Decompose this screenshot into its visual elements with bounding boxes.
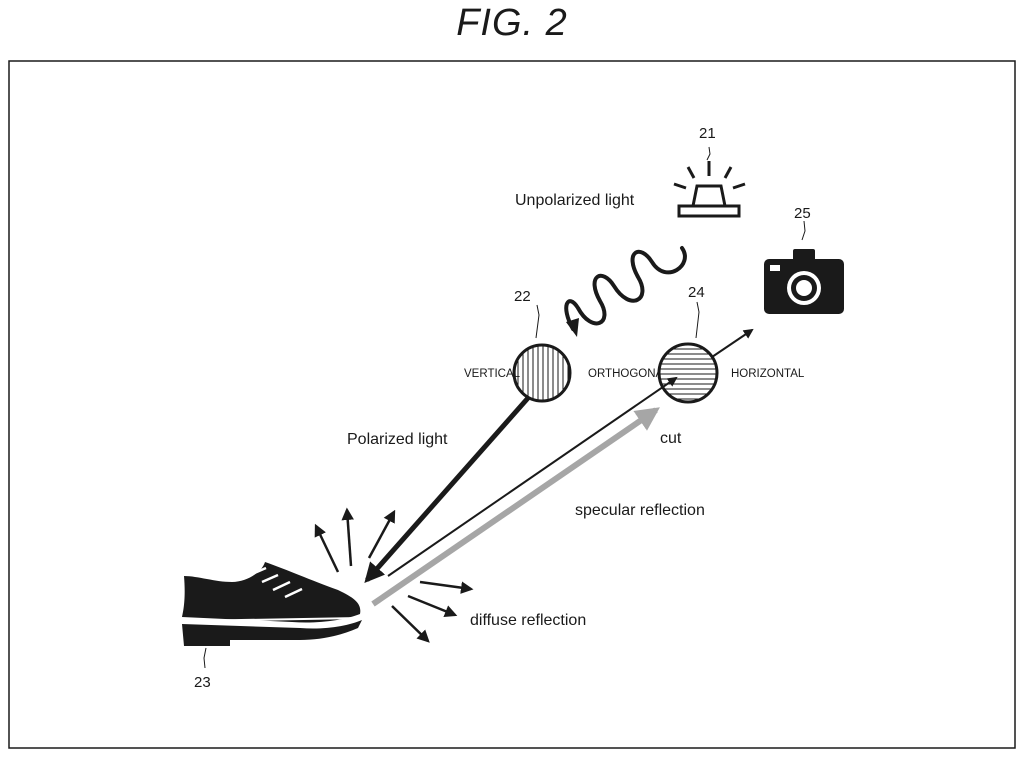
polarized-light-label: Polarized light xyxy=(347,431,448,448)
leader-line-25 xyxy=(802,221,805,240)
figure-frame xyxy=(9,61,1015,748)
ref-number-24: 24 xyxy=(688,284,705,301)
ref-number-25: 25 xyxy=(794,205,811,222)
cut-label: cut xyxy=(660,430,682,447)
specular-reflection-label: specular reflection xyxy=(575,502,705,519)
leader-line-22 xyxy=(536,305,539,338)
transmitted-ray xyxy=(712,330,752,357)
camera-icon xyxy=(764,249,844,314)
unpolarized-light-label: Unpolarized light xyxy=(515,192,635,209)
ref-number-22: 22 xyxy=(514,288,531,305)
ref-number-21: 21 xyxy=(699,125,716,142)
ref-number-23: 23 xyxy=(194,674,211,691)
unpolarized-wave xyxy=(566,248,685,329)
reflected-ray xyxy=(388,378,676,576)
diffuse-reflection-arrows xyxy=(316,510,471,641)
horizontal-label: HORIZONTAL xyxy=(731,368,805,380)
horizontal-polarizer-icon xyxy=(655,344,721,402)
leader-line-23 xyxy=(204,648,206,668)
leader-line-21 xyxy=(707,147,710,160)
vertical-polarizer-icon xyxy=(514,340,570,406)
warning-light-icon xyxy=(674,161,745,216)
shoe-icon xyxy=(182,562,362,646)
diffuse-reflection-label: diffuse reflection xyxy=(470,612,586,629)
leader-line-24 xyxy=(696,302,699,338)
vertical-label: VERTICAL xyxy=(464,368,521,380)
